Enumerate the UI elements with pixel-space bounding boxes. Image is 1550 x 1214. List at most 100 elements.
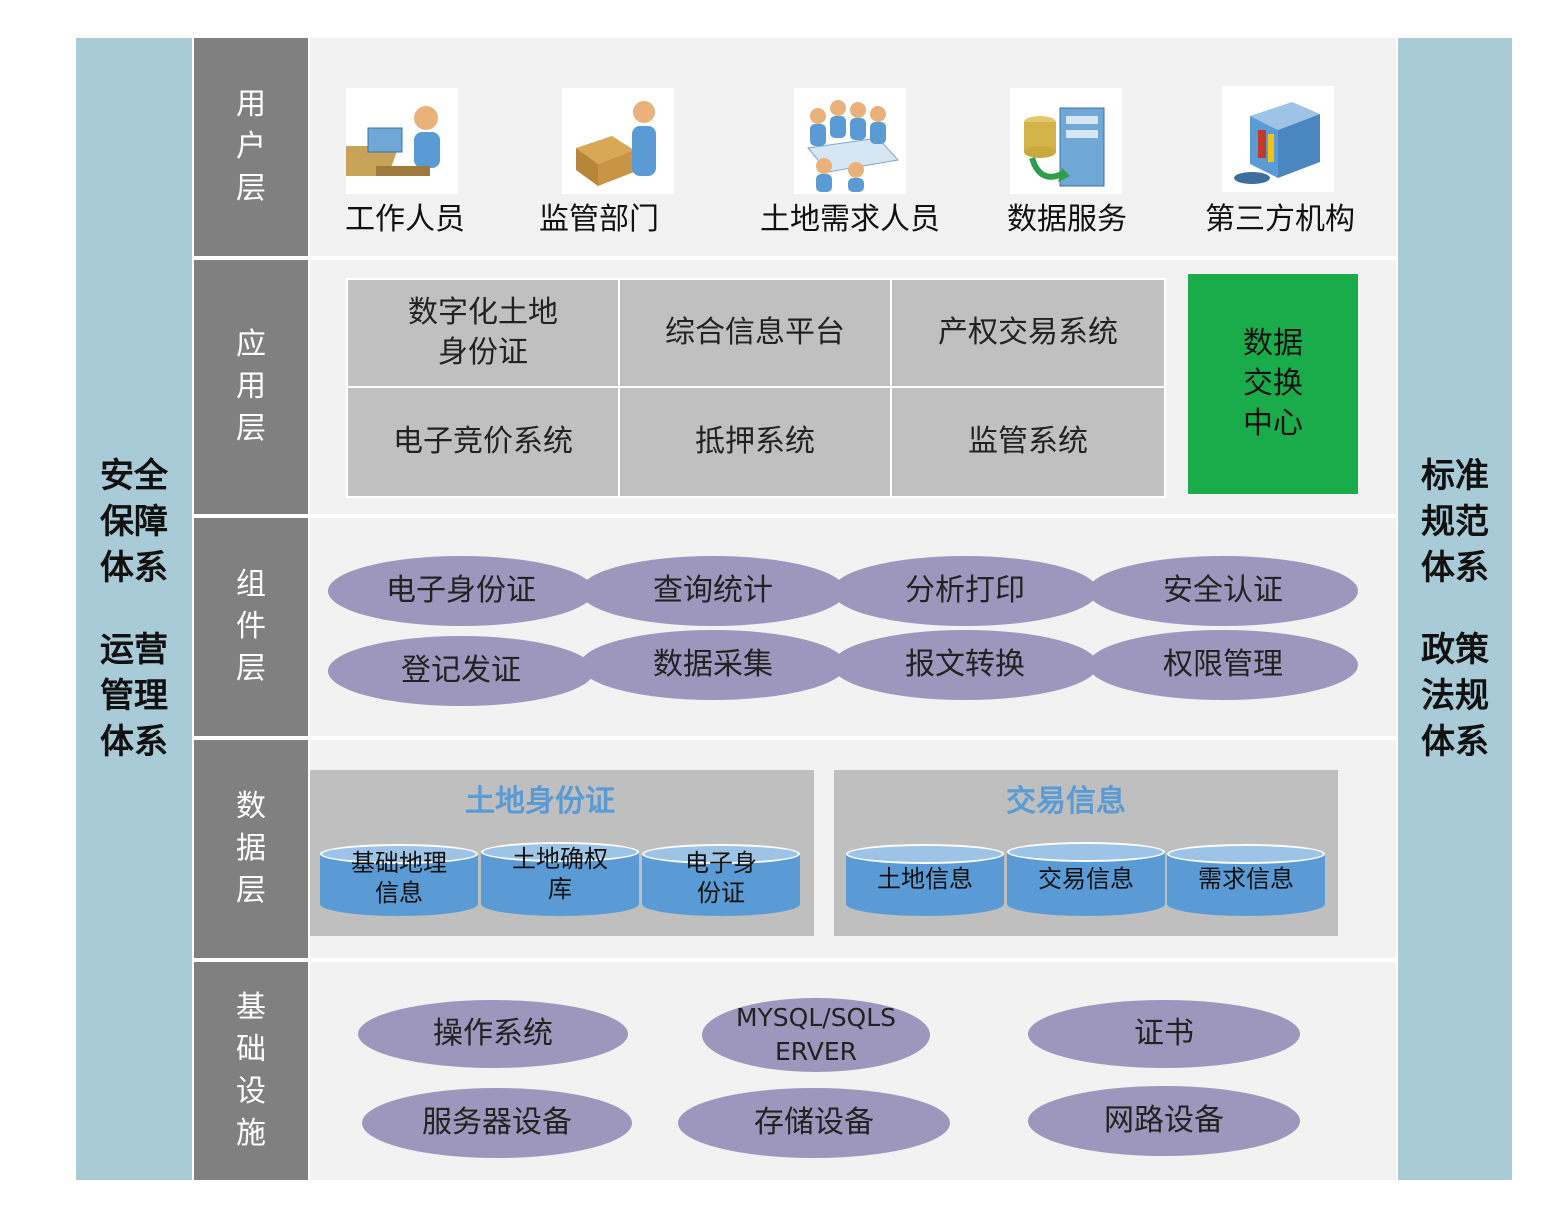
label-char: 层 (236, 411, 266, 446)
exchange-line: 交换 (1243, 366, 1303, 401)
left-text: 体系 (100, 548, 168, 588)
app-digital-land-id: 数字化土地 身份证 (346, 278, 620, 388)
user-item-label: 数据服务 (1007, 202, 1127, 237)
standards-system-label: 标准 规范 体系 (1421, 453, 1489, 591)
component-ellipse: 权限管理 (1088, 630, 1358, 700)
component-ellipse: 电子身份证 (328, 556, 594, 626)
left-text: 安全 (100, 456, 168, 496)
app-property-trading: 产权交易系统 (890, 278, 1166, 388)
infra-line: 存储设备 (754, 1105, 874, 1140)
app-cell-line: 电子竞价系统 (393, 424, 573, 459)
infra-ellipse: 存储设备 (678, 1088, 950, 1158)
exchange-line: 数据 (1243, 326, 1303, 361)
db-line: 基础地理 (351, 849, 447, 877)
db-line: 电子身 (685, 849, 757, 877)
app-cell-line: 抵押系统 (695, 424, 815, 459)
app-mortgage: 抵押系统 (618, 386, 892, 498)
label-char: 件 (236, 609, 266, 644)
user-layer-label: 用 户 层 (194, 38, 308, 256)
right-text: 政策 (1421, 630, 1489, 670)
label-char: 基 (236, 990, 266, 1025)
meeting-group-icon (794, 88, 906, 194)
label-char: 用 (236, 87, 266, 122)
label-char: 组 (236, 567, 266, 602)
app-cell-line: 综合信息平台 (665, 315, 845, 350)
infra-ellipse: 操作系统 (358, 1000, 628, 1068)
infrastructure-layer-label: 基 础 设 施 (194, 962, 308, 1180)
label-char: 层 (236, 171, 266, 206)
app-cell-line: 数字化土地 (408, 295, 558, 330)
component-ellipse: 报文转换 (832, 630, 1098, 700)
infra-line: 操作系统 (433, 1016, 553, 1051)
app-integrated-platform: 综合信息平台 (618, 278, 892, 388)
right-text: 体系 (1421, 548, 1489, 588)
label-char: 层 (236, 651, 266, 686)
app-e-bidding: 电子竞价系统 (346, 386, 620, 498)
component-ellipse: 查询统计 (580, 556, 846, 626)
database-cylinder: 需求信息 (1167, 844, 1325, 916)
label-char: 户 (236, 129, 266, 164)
app-cell-line: 监管系统 (968, 424, 1088, 459)
label-char: 设 (236, 1074, 266, 1109)
user-item-label: 土地需求人员 (760, 202, 940, 237)
user-item-label: 监管部门 (539, 202, 659, 237)
right-text: 体系 (1421, 722, 1489, 762)
data-service-icon (1010, 88, 1122, 194)
database-cylinder: 土地信息 (846, 844, 1004, 916)
label-char: 层 (236, 873, 266, 908)
db-line: 信息 (375, 879, 423, 907)
component-layer-label: 组 件 层 (194, 518, 308, 736)
db-line: 土地信息 (877, 865, 973, 893)
infra-line: 网路设备 (1104, 1103, 1224, 1138)
component-ellipse: 分析打印 (832, 556, 1098, 626)
left-text: 体系 (100, 722, 168, 762)
infra-ellipse: MYSQL/SQLS ERVER (702, 998, 930, 1072)
infra-line: 服务器设备 (422, 1105, 572, 1140)
security-system-label: 安全 保障 体系 (100, 453, 168, 591)
database-cylinder: 土地确权 库 (481, 842, 639, 916)
user-item-label: 第三方机构 (1205, 202, 1355, 237)
data-layer-label: 数 据 层 (194, 740, 308, 958)
left-text: 运营 (100, 630, 168, 670)
left-text: 管理 (100, 676, 168, 716)
infra-ellipse: 网路设备 (1028, 1086, 1300, 1156)
db-line: 份证 (697, 879, 745, 907)
infra-ellipse: 证书 (1028, 1000, 1300, 1068)
component-ellipse: 数据采集 (580, 630, 846, 700)
land-id-data-title: 土地身份证 (465, 784, 615, 819)
trade-data-title: 交易信息 (1006, 784, 1126, 819)
infra-ellipse: 服务器设备 (362, 1088, 632, 1158)
exchange-line: 中心 (1243, 406, 1303, 441)
label-char: 应 (236, 327, 266, 362)
label-char: 础 (236, 1032, 266, 1067)
component-ellipse: 登记发证 (328, 636, 594, 706)
right-sidebar: 标准 规范 体系 政策 法规 体系 (1398, 38, 1512, 1180)
database-cylinder: 电子身 份证 (642, 844, 800, 916)
label-char: 施 (236, 1116, 266, 1151)
left-sidebar: 安全 保障 体系 运营 管理 体系 (76, 38, 192, 1180)
operations-system-label: 运营 管理 体系 (100, 627, 168, 765)
label-char: 数 (236, 789, 266, 824)
db-line: 土地确权 (512, 845, 608, 873)
app-cell-line: 产权交易系统 (938, 315, 1118, 350)
database-cylinder: 交易信息 (1007, 842, 1165, 916)
app-cell-line: 身份证 (438, 335, 528, 370)
db-line: 库 (548, 875, 572, 903)
left-text: 保障 (100, 502, 168, 542)
right-text: 法规 (1421, 676, 1489, 716)
application-layer-label: 应 用 层 (194, 260, 308, 514)
institution-icon (1222, 86, 1334, 192)
right-text: 规范 (1421, 502, 1489, 542)
user-item-label: 工作人员 (345, 202, 465, 237)
label-char: 用 (236, 369, 266, 404)
right-text: 标准 (1421, 456, 1489, 496)
database-cylinder: 基础地理 信息 (320, 844, 478, 916)
infra-line: MYSQL/SQLS (735, 1003, 897, 1032)
app-supervision: 监管系统 (890, 386, 1166, 498)
infra-line: 证书 (1134, 1016, 1194, 1051)
label-char: 据 (236, 831, 266, 866)
data-exchange-center: 数据 交换 中心 (1188, 274, 1358, 494)
policy-system-label: 政策 法规 体系 (1421, 627, 1489, 765)
db-line: 交易信息 (1038, 865, 1134, 893)
component-ellipse: 安全认证 (1088, 556, 1358, 626)
